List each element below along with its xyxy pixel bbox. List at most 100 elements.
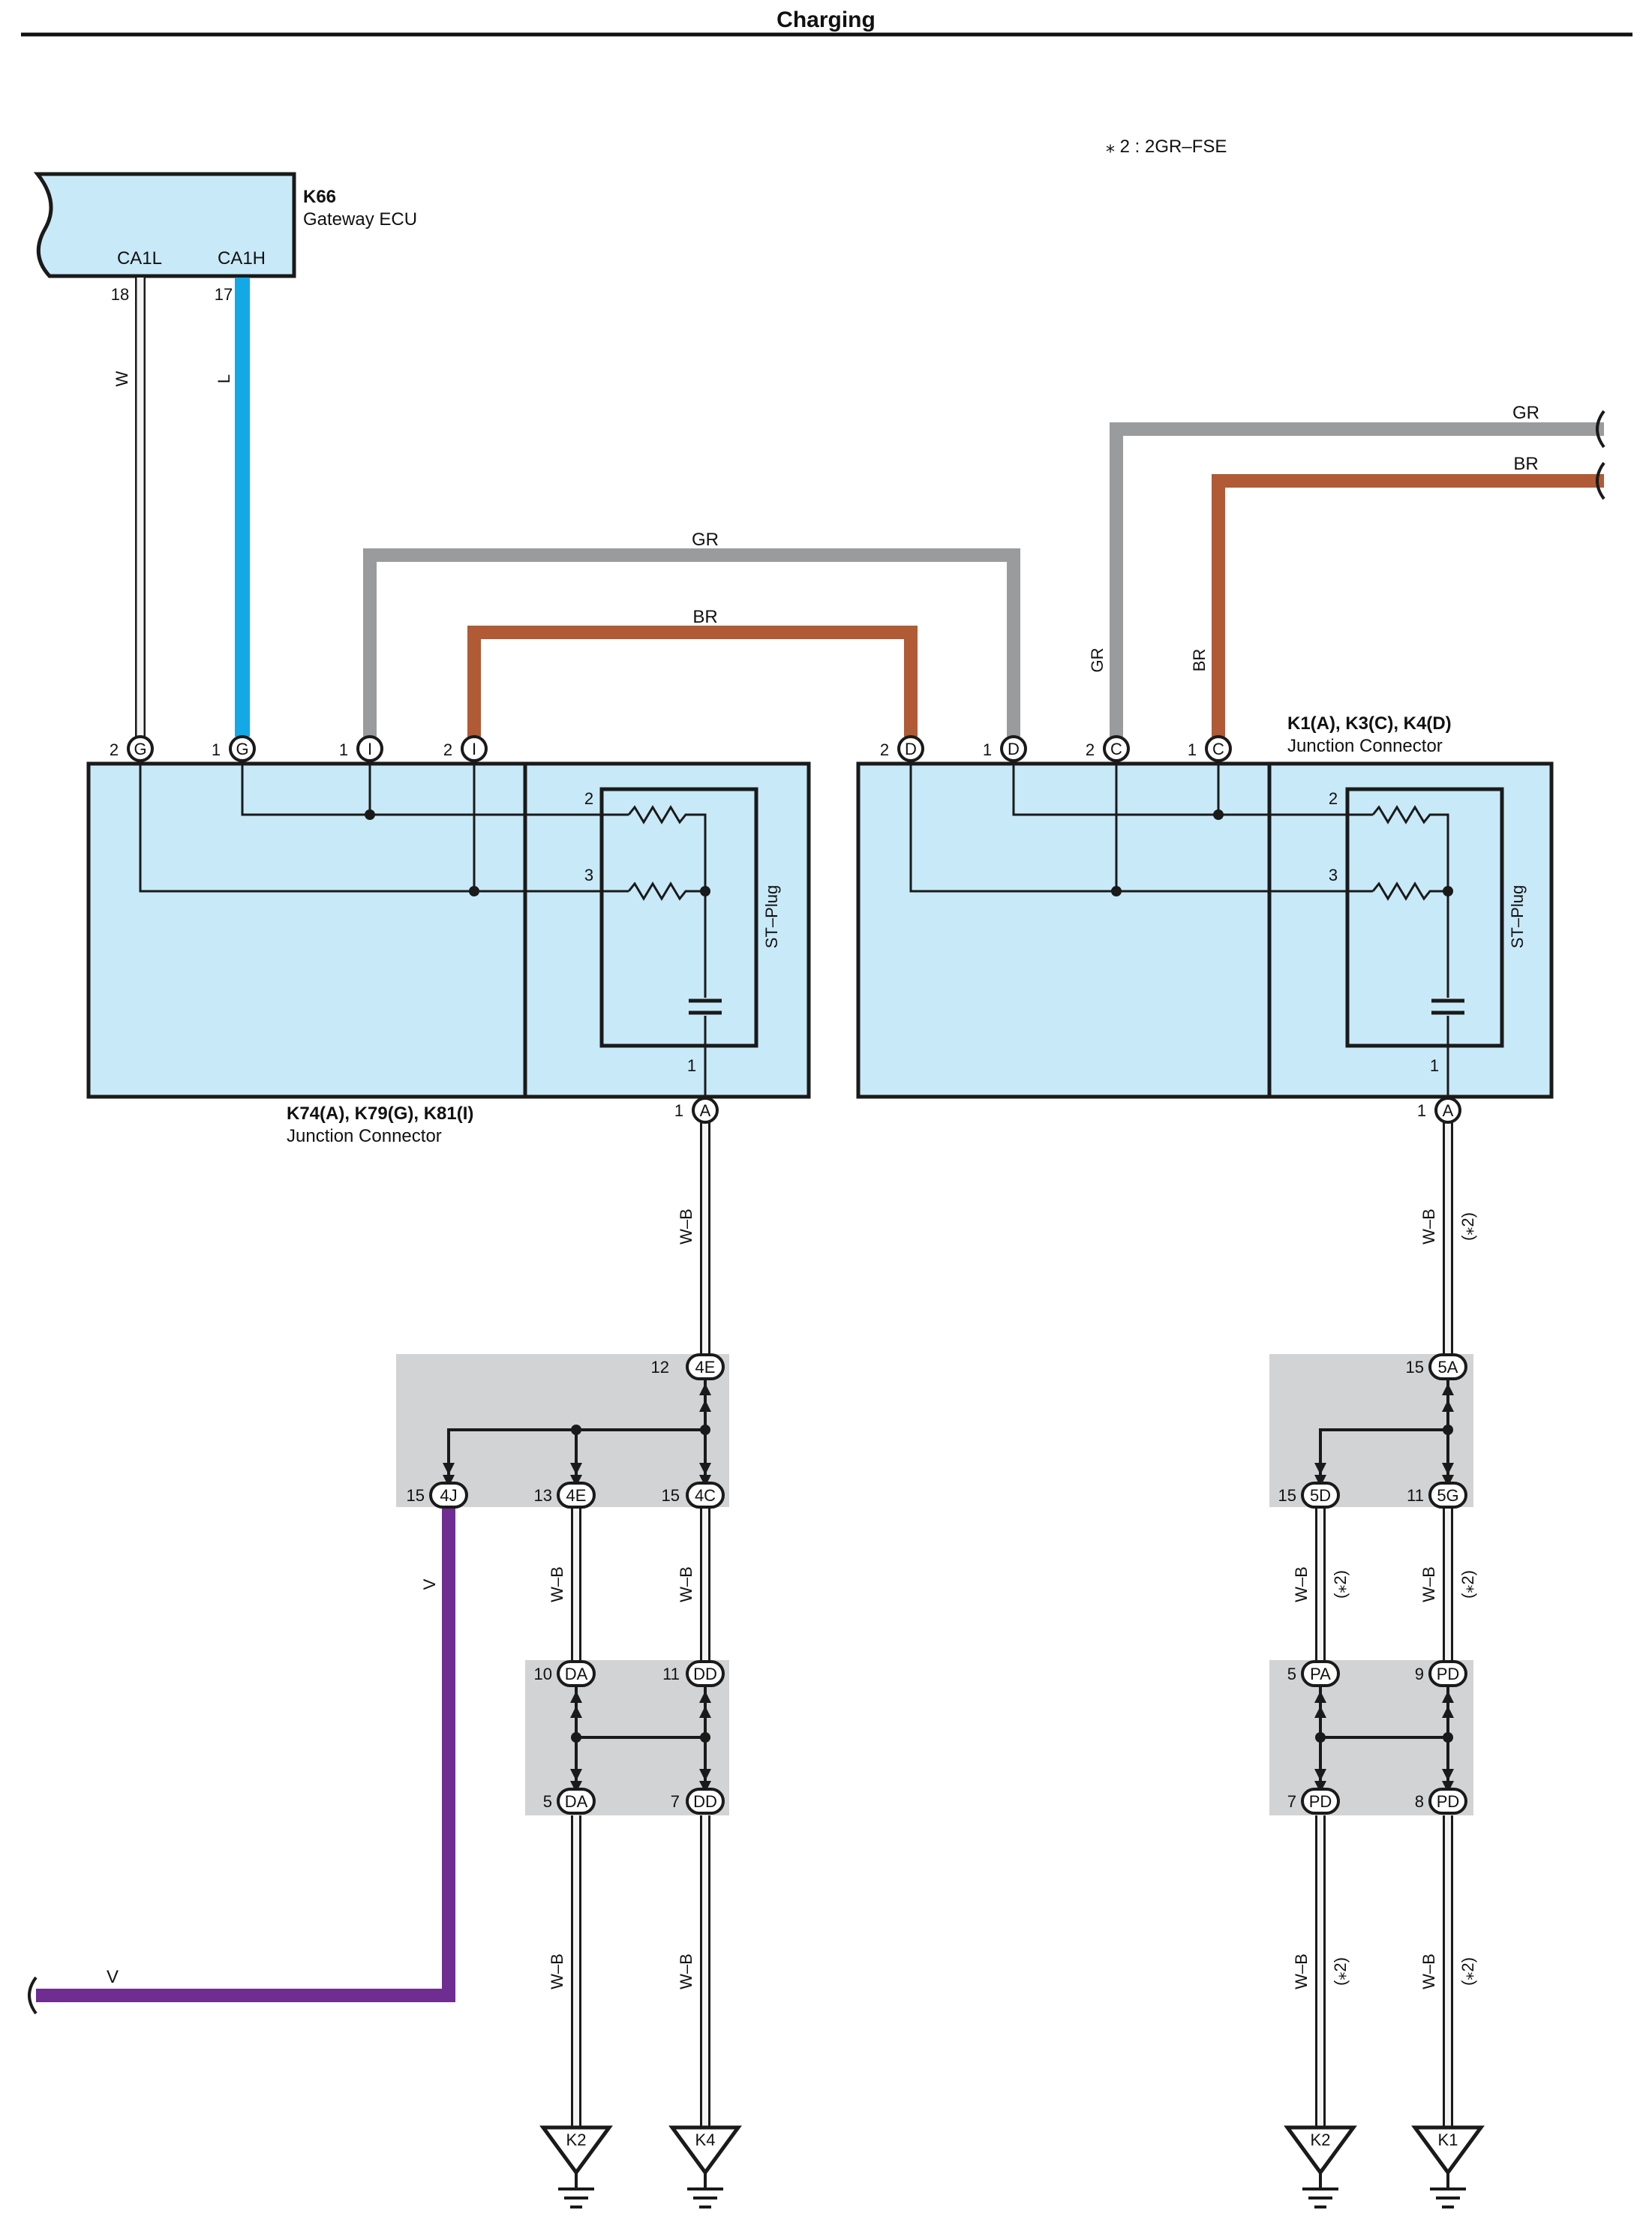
bridge-label-gr: GR [692,530,719,550]
left-terminal-2G: 2 G [110,735,154,762]
svg-text:5: 5 [1287,1665,1296,1683]
right-terminal-1D: 1 D [983,735,1027,762]
left-terminal-1G: 1 G [212,735,256,762]
ground-label-right-2: K1 [1438,2130,1458,2149]
right-res-pin-2: 2 [1329,789,1338,808]
svg-text:C: C [1110,740,1122,758]
bridge-wire-brown [467,626,918,737]
svg-text:2: 2 [880,740,889,759]
svg-text:15: 15 [407,1486,425,1505]
svg-text:DA: DA [565,1792,588,1811]
svg-text:A: A [700,1101,711,1120]
wire-label-w: W [113,371,131,386]
left-st-plug: ST–Plug [762,885,781,948]
svg-text:8: 8 [1415,1792,1424,1811]
wire-break-violet [28,1976,38,2015]
svg-text:4E: 4E [566,1486,587,1505]
svg-text:13: 13 [534,1486,552,1505]
left-box-id: K74(A), K79(G), K81(I) [287,1103,473,1124]
svg-text:PD: PD [1309,1792,1332,1811]
left-low-wire-label-1: W–B [548,1953,566,1989]
left-junction-connector: ST–Plug 2 3 1 K74(A), K79(G), K81(I) Jun… [86,747,811,1146]
right-box-name: Junction Connector [1287,736,1443,756]
left-junction-2-bus [570,1683,711,1800]
wire-break-brown [1596,461,1605,500]
svg-text:15: 15 [1406,1358,1424,1377]
svg-text:5: 5 [543,1792,552,1811]
right-terminal-2D: 2 D [880,735,924,762]
ground-icon: K4 [668,2125,742,2208]
right-j2-out-PD-8: 8 PD [1415,1788,1467,1815]
variant-note: ⁎ 2 : 2GR–FSE [1106,137,1227,157]
left-res-pin-3: 3 [584,866,593,884]
svg-text:I: I [472,740,476,758]
svg-text:1: 1 [1417,1101,1426,1120]
svg-text:DD: DD [693,1792,717,1811]
svg-text:1: 1 [983,740,992,759]
svg-text:2: 2 [1086,740,1095,759]
left-main-wire-label: W–B [677,1209,695,1245]
right-wire-gray [1110,422,1604,737]
right-res-pin-3: 3 [1329,866,1338,884]
left-low-wire-label-2: W–B [677,1953,695,1989]
left-j2-in-DD: 11 DD [662,1660,725,1687]
right-low-wire-label-2: W–B [1419,1953,1438,1989]
svg-text:1: 1 [339,740,348,759]
right-main-wire-label: W–B [1419,1209,1438,1245]
right-wire-brown [1212,474,1604,737]
svg-text:1: 1 [674,1101,683,1120]
ecu-id: K66 [303,187,336,207]
violet-wire [36,1508,455,2002]
svg-text:11: 11 [1407,1486,1424,1505]
right-label-gr: GR [1088,648,1107,673]
left-j2-in-DA: 10 DA [534,1660,596,1687]
ground-icon: K2 [1284,2125,1357,2208]
ecu-pin-ca1l: CA1L [117,248,162,269]
ground-label-right-1: K2 [1311,2130,1331,2149]
right-st-plug: ST–Plug [1508,885,1527,948]
right-junction-2-bus [1314,1683,1454,1800]
right-junction-1-bus [1314,1376,1454,1494]
right-cap-pin-1: 1 [1430,1056,1439,1075]
left-j1-out-4C: 15 4C [662,1482,725,1509]
wire-label-l: L [215,374,233,383]
left-cap-pin-1: 1 [687,1056,696,1075]
svg-text:DD: DD [693,1665,717,1683]
ground-icon: K1 [1411,2125,1485,2208]
svg-text:I: I [368,740,372,758]
right-mid-wire-note-1: (⁎2) [1331,1570,1350,1599]
right-mid-wire-note-2: (⁎2) [1458,1570,1477,1599]
svg-text:D: D [1008,740,1020,758]
svg-text:DA: DA [565,1665,588,1683]
right-box-id: K1(A), K3(C), K4(D) [1287,713,1452,734]
svg-text:C: C [1212,740,1224,758]
svg-text:7: 7 [1287,1792,1296,1811]
left-junction-1-bus [443,1376,711,1494]
svg-text:1: 1 [212,740,221,759]
svg-text:4E: 4E [695,1358,716,1377]
svg-text:15: 15 [662,1486,680,1505]
ecu-pin-no-17: 17 [215,285,233,304]
svg-text:PA: PA [1310,1665,1331,1683]
bridge-label-br: BR [692,607,717,627]
left-res-pin-2: 2 [584,789,593,808]
svg-text:G: G [236,740,248,758]
right-mid-wire-label-1: W–B [1292,1566,1311,1602]
ground-label-left-1: K2 [566,2130,587,2149]
ecu-name: Gateway ECU [303,209,417,230]
left-mid-wire-label-1: W–B [548,1566,566,1602]
svg-text:PD: PD [1437,1665,1460,1683]
svg-text:D: D [905,740,917,758]
svg-text:2: 2 [110,740,119,759]
svg-text:PD: PD [1437,1792,1460,1811]
svg-text:2: 2 [443,740,452,759]
left-terminal-2I: 2 I [443,735,488,762]
svg-text:11: 11 [662,1665,680,1683]
svg-text:9: 9 [1415,1665,1424,1683]
ecu-pin-no-18: 18 [111,285,129,304]
left-terminal-1I: 1 I [339,735,383,762]
ground-label-left-2: K4 [695,2130,716,2149]
ecu-pin-ca1h: CA1H [218,248,266,269]
gateway-ecu: K66 Gateway ECU CA1L CA1H 18 17 [33,172,417,304]
